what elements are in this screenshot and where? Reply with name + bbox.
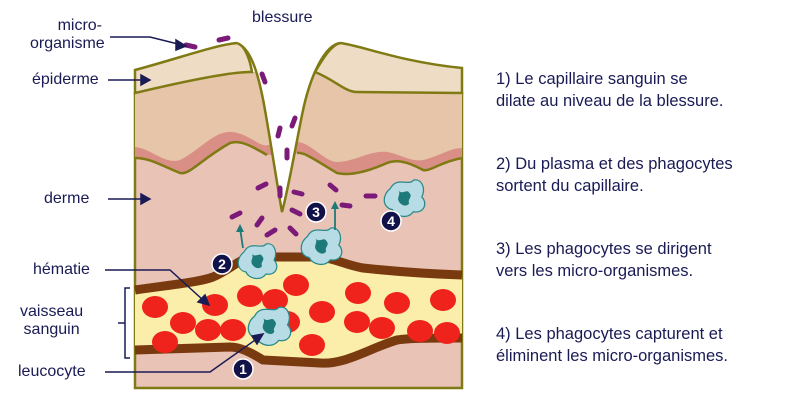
red-blood-cell bbox=[430, 289, 456, 311]
red-blood-cell bbox=[202, 294, 228, 316]
red-blood-cell bbox=[369, 317, 395, 339]
micro-organism bbox=[275, 125, 283, 139]
label-blessure: blessure bbox=[252, 9, 313, 26]
red-blood-cell bbox=[220, 319, 246, 341]
phagocyte bbox=[300, 227, 343, 266]
micro-organisms bbox=[183, 35, 378, 238]
red-blood-cell bbox=[345, 282, 371, 304]
step-2-text: 2) Du plasma et des phagocytes sortent d… bbox=[496, 155, 733, 195]
step-marker-2: 2 bbox=[211, 253, 233, 275]
step-1-text: 1) Le capillaire sanguin se dilate au ni… bbox=[496, 70, 724, 110]
phagocyte bbox=[237, 243, 278, 280]
red-blood-cell bbox=[170, 312, 196, 334]
epidermis bbox=[133, 41, 254, 95]
red-blood-cell bbox=[407, 320, 433, 342]
step-marker-1: 1 bbox=[232, 358, 254, 380]
micro-organism bbox=[216, 35, 231, 43]
label-hematie: hématie bbox=[33, 261, 90, 278]
label-micro-organisme: micro- organisme bbox=[30, 17, 105, 52]
label-epiderme: épiderme bbox=[32, 71, 99, 88]
micro-organism bbox=[289, 207, 303, 217]
micro-organism bbox=[259, 71, 268, 85]
step-3-text: 3) Les phagocytes se dirigent vers les m… bbox=[496, 240, 712, 280]
step-marker-3: 3 bbox=[305, 201, 327, 223]
red-blood-cell bbox=[344, 311, 370, 333]
red-blood-cell bbox=[434, 322, 460, 344]
micro-organism bbox=[183, 42, 198, 50]
step-marker-4: 4 bbox=[380, 210, 402, 232]
micro-organism bbox=[327, 182, 339, 193]
micro-organism bbox=[291, 189, 305, 197]
red-blood-cell bbox=[152, 331, 178, 353]
svg-text:4: 4 bbox=[387, 213, 395, 229]
red-blood-cell bbox=[384, 292, 410, 314]
red-blood-cell bbox=[299, 334, 325, 356]
step-4-text: 4) Les phagocytes capturent et éliminent… bbox=[496, 325, 728, 365]
label-vaisseau-sanguin: vaisseau sanguin bbox=[20, 303, 84, 338]
label-derme: derme bbox=[44, 190, 90, 207]
label-leucocyte: leucocyte bbox=[18, 363, 86, 380]
micro-organism bbox=[229, 210, 243, 220]
red-blood-cell bbox=[309, 301, 335, 323]
red-blood-cell bbox=[283, 274, 309, 296]
pink-layer bbox=[135, 131, 462, 174]
red-blood-cell bbox=[142, 296, 168, 318]
svg-text:2: 2 bbox=[218, 256, 226, 272]
micro-organism bbox=[254, 215, 265, 228]
micro-organism bbox=[289, 115, 298, 129]
svg-text:1: 1 bbox=[239, 361, 247, 377]
phagocyte bbox=[383, 179, 426, 218]
micro-organism bbox=[287, 225, 299, 237]
micro-organism bbox=[255, 181, 269, 191]
svg-text:3: 3 bbox=[312, 204, 320, 220]
red-blood-cell bbox=[262, 289, 288, 311]
micro-organism bbox=[264, 227, 278, 238]
red-blood-cell bbox=[195, 319, 221, 341]
micro-organism bbox=[339, 202, 353, 209]
label-pointers bbox=[105, 36, 265, 373]
red-blood-cell bbox=[237, 285, 263, 307]
red-blood-cells bbox=[142, 274, 460, 356]
